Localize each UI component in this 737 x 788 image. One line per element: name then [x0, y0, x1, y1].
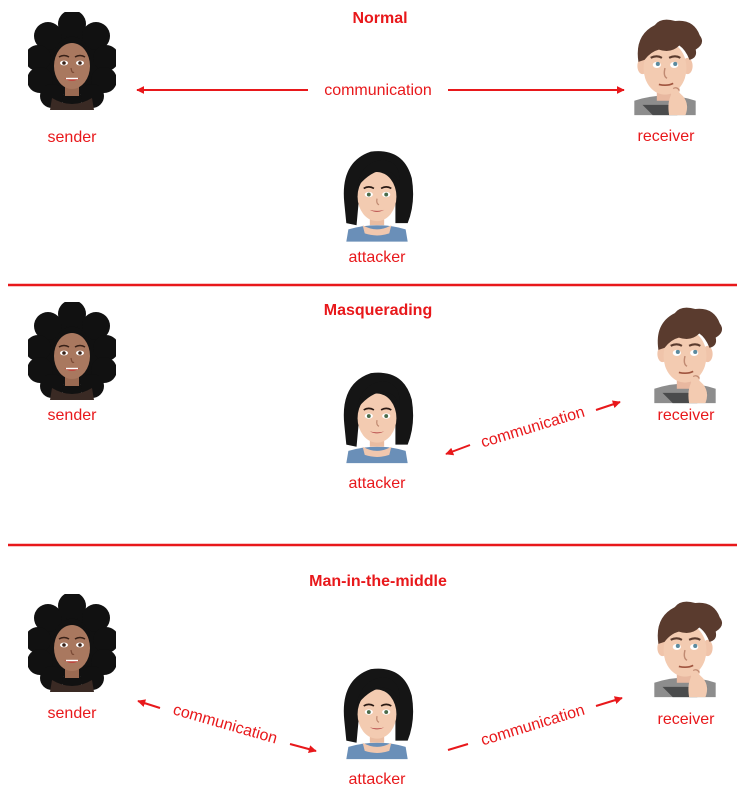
- attacker-avatar-icon: [342, 667, 415, 760]
- communication-arrow: [445, 444, 471, 456]
- section-masquerading: Masquerading sender receiver attacker co…: [28, 302, 724, 492]
- attacker-label: attacker: [349, 771, 407, 788]
- attacker-label: attacker: [349, 249, 407, 266]
- section-title-masquerading: Masquerading: [324, 302, 432, 319]
- communication-arrow: [289, 743, 317, 753]
- attacker-avatar-icon: [342, 150, 415, 243]
- section-title-normal: Normal: [352, 10, 407, 27]
- receiver-avatar-icon: [653, 306, 724, 405]
- receiver-avatar-icon: [653, 600, 724, 699]
- communication-label: communication: [324, 82, 432, 99]
- section-man-in-the-middle: Man-in-the-middle sender receiver attack…: [28, 573, 724, 788]
- sender-avatar-icon: [28, 302, 116, 401]
- communication-label: communication: [479, 404, 587, 452]
- communication-arrow: [595, 400, 621, 411]
- communication-arrow: [595, 696, 623, 707]
- communication-arrow: [447, 743, 469, 751]
- section-normal: Normal sender receiver attacker communic…: [28, 10, 704, 266]
- receiver-label: receiver: [638, 128, 696, 145]
- receiver-avatar-icon: [633, 18, 704, 117]
- section-title-man-in-the-middle: Man-in-the-middle: [309, 573, 447, 590]
- sender-avatar-icon: [28, 12, 116, 111]
- communication-arrow: [137, 699, 161, 709]
- sender-label: sender: [48, 129, 98, 146]
- communication-label: communication: [479, 702, 587, 750]
- receiver-label: receiver: [658, 711, 716, 728]
- sender-avatar-icon: [28, 594, 116, 693]
- sender-label: sender: [48, 407, 98, 424]
- communication-label: communication: [171, 702, 279, 748]
- attacker-avatar-icon: [342, 371, 415, 464]
- receiver-label: receiver: [658, 407, 716, 424]
- sender-label: sender: [48, 705, 98, 722]
- attacker-label: attacker: [349, 475, 407, 492]
